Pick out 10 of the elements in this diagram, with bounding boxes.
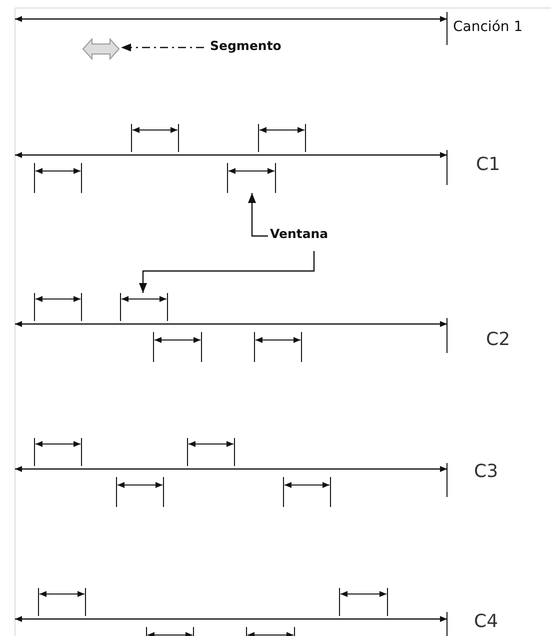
row-label: C4: [474, 613, 498, 631]
row-label: Canción 1: [453, 20, 523, 34]
arrow: [121, 44, 204, 52]
leader-line: [139, 251, 315, 293]
row-label: C3: [474, 463, 498, 481]
row-label: C2: [486, 331, 510, 349]
leader-line: [248, 193, 268, 237]
callout-text: Ventana: [270, 228, 330, 240]
callout-text: Segmento: [210, 40, 280, 52]
row-label: C1: [476, 156, 500, 174]
